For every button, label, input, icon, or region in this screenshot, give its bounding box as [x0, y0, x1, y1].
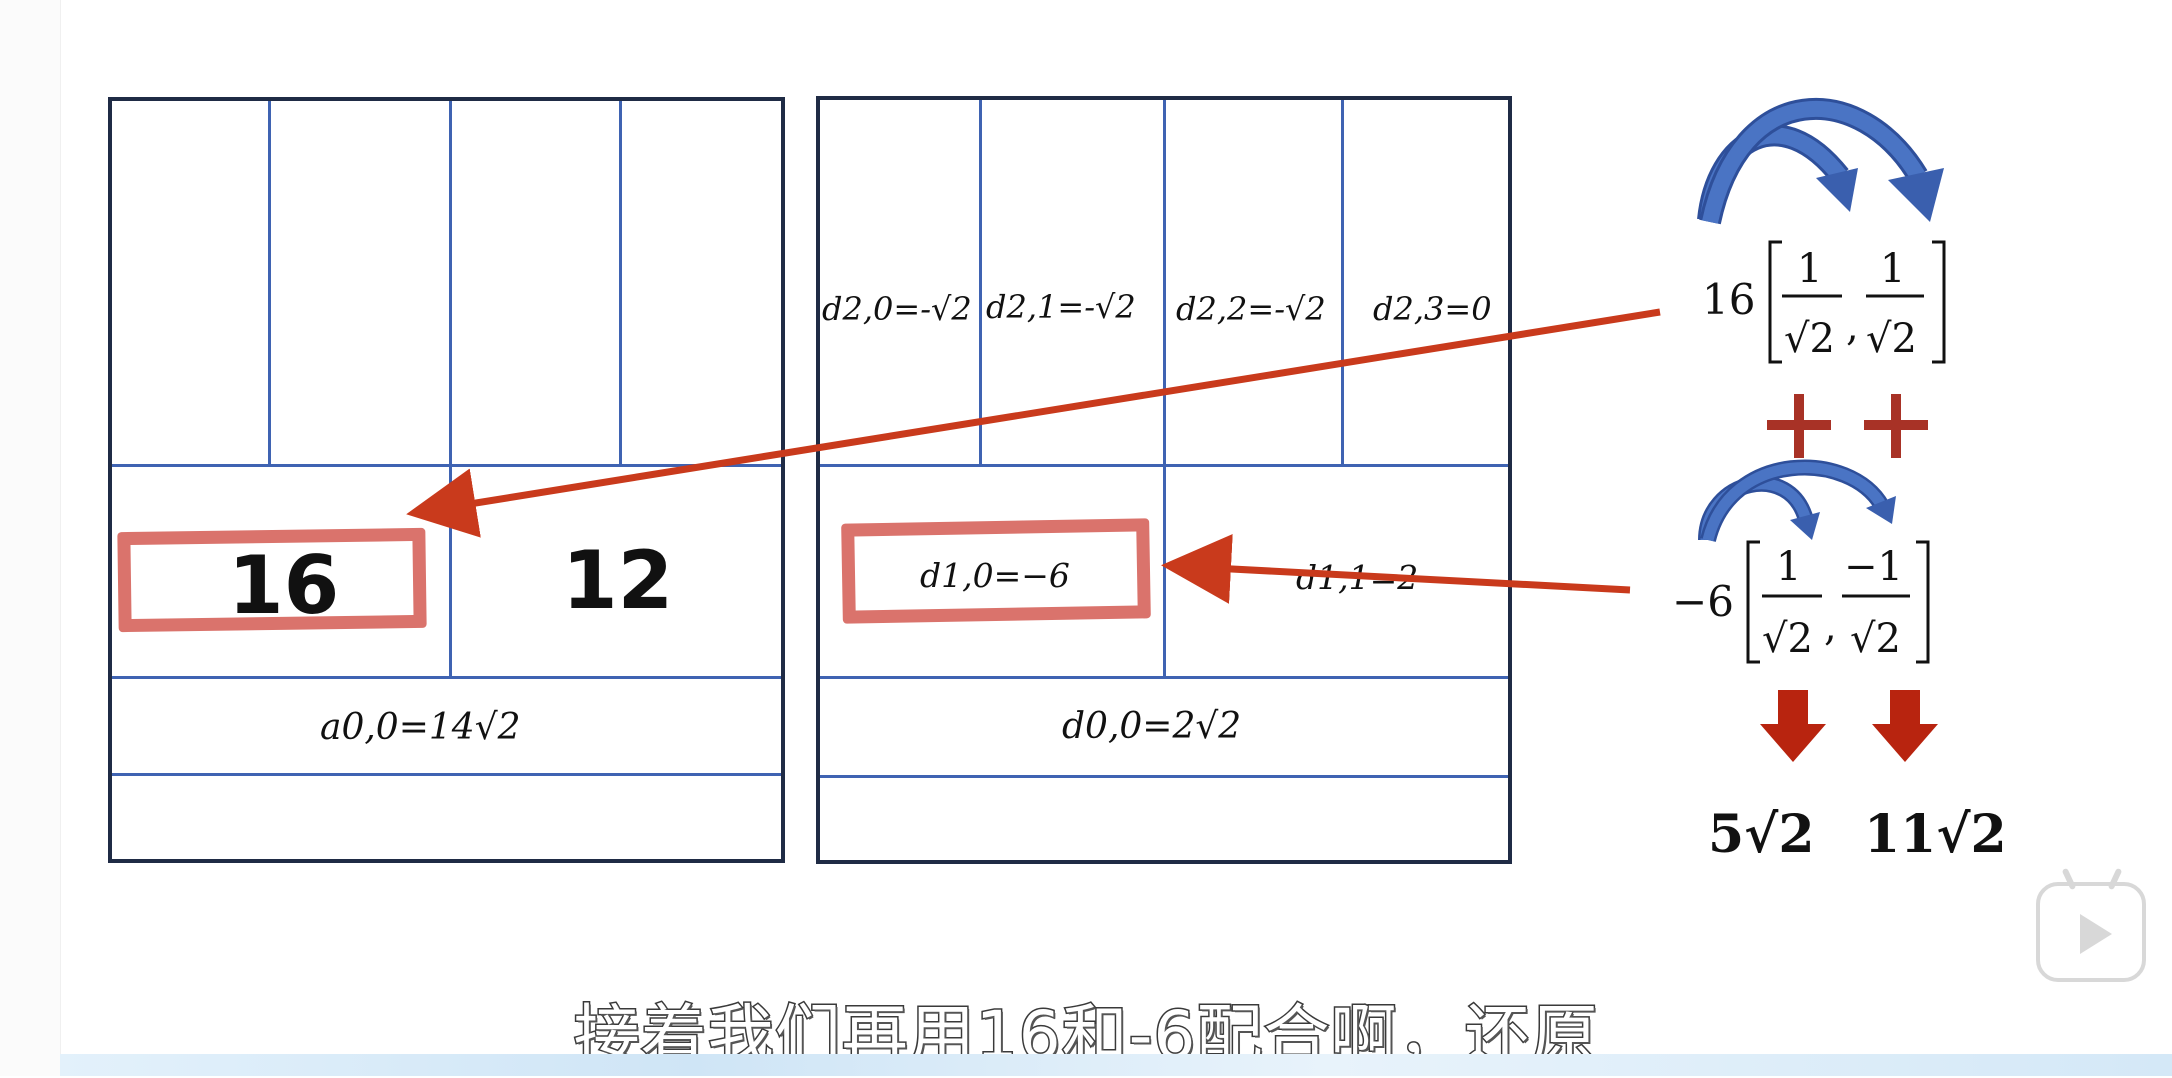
coefficient-d23: d2,3=0: [1373, 290, 1492, 328]
right-detail-panel: d2,0=-√2 d2,1=-√2 d2,2=-√2 d2,3=0 d1,0=−…: [816, 96, 1512, 864]
page-margin: [0, 0, 61, 1076]
result-11sqrt2: 11√2: [1864, 804, 2007, 865]
fraction-numerator: 1: [1880, 246, 1905, 292]
svg-text:,: ,: [1824, 604, 1837, 650]
grid-line: [449, 101, 452, 466]
grid-line: [979, 100, 982, 466]
plus-icon: [1864, 394, 1928, 458]
down-arrow-icon: [1760, 690, 1826, 762]
coefficient-d00: d0,0=2√2: [1062, 706, 1242, 747]
formula-coef: 16: [1702, 275, 1755, 324]
curved-arrow-icon: [1699, 97, 1944, 225]
play-icon: [2080, 914, 2112, 954]
svg-text:,: ,: [1846, 304, 1859, 350]
fraction-denominator: √2: [1850, 616, 1901, 662]
grid-line: [1341, 100, 1344, 466]
plus-icon: [1767, 394, 1831, 458]
formula-row-16: 16 1 √2 , 1 √2: [1702, 240, 1946, 364]
value-12: 12: [562, 534, 674, 627]
grid-line: [112, 464, 781, 467]
formula-row-minus6: −6 1 √2 , −1 √2: [1672, 540, 1930, 664]
fraction-denominator: √2: [1762, 616, 1813, 662]
coefficient-d20: d2,0=-√2: [822, 290, 972, 328]
play-button[interactable]: [2036, 867, 2146, 982]
fraction-numerator: 1: [1776, 544, 1801, 590]
coefficient-a00: a0,0=14√2: [320, 707, 521, 748]
fraction-numerator: 1: [1797, 246, 1822, 292]
bottom-decoration: [60, 1054, 2172, 1076]
fraction-numerator: −1: [1844, 544, 1903, 590]
left-coefficient-panel: 16 12 a0,0=14√2: [108, 97, 785, 863]
fraction-denominator: √2: [1866, 316, 1917, 362]
arrow-to-d10: [1161, 533, 1631, 604]
formula-coef: −6: [1672, 577, 1734, 626]
grid-line: [112, 773, 781, 776]
grid-line: [820, 775, 1508, 778]
fraction-denominator: √2: [1784, 316, 1835, 362]
grid-line: [820, 676, 1508, 679]
value-16: 16: [228, 539, 340, 632]
result-5sqrt2: 5√2: [1708, 804, 1815, 865]
coefficient-d22: d2,2=-√2: [1176, 290, 1326, 328]
coefficient-d21: d2,1=-√2: [986, 288, 1136, 326]
arrow-to-16: [406, 308, 1661, 538]
grid-line: [449, 466, 452, 677]
grid-line: [268, 101, 271, 466]
curved-arrow-icon: [1700, 459, 1896, 543]
coefficient-d10: d1,0=−6: [920, 556, 1070, 595]
grid-line: [1163, 100, 1166, 466]
down-arrow-icon: [1872, 690, 1938, 762]
grid-line: [619, 101, 622, 466]
grid-line: [112, 676, 781, 679]
